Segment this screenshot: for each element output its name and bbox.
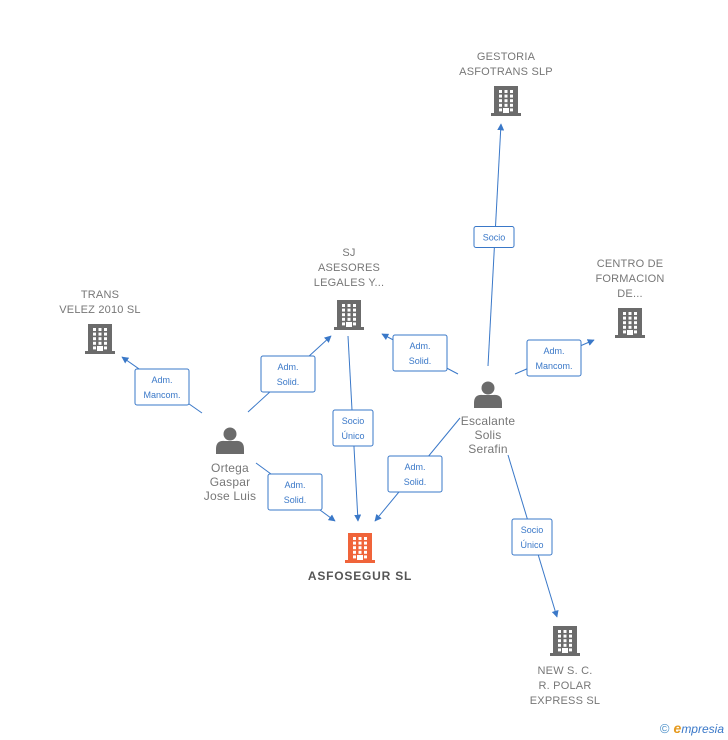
node-label[interactable]: DE... — [617, 288, 642, 300]
node-label[interactable]: R. POLAR — [539, 680, 592, 692]
edge-label-text: Único — [341, 431, 364, 441]
edge-ortega-sj: Adm. Solid. — [247, 335, 332, 413]
brand-name: mpresia — [681, 722, 724, 736]
node-news[interactable]: NEW S. C. R. POLAR EXPRESS SL — [530, 626, 600, 707]
edge-label-text: Socio — [483, 233, 506, 243]
copyright-symbol: © — [659, 721, 670, 736]
edge-label-box[interactable] — [526, 339, 582, 377]
edge-escalante-asfosegur: Adm. Solid. — [374, 417, 461, 522]
nodes-layer: ASFOSEGUR SL GESTORIA ASFOTRANS SLP SJ ASESO… — [59, 51, 664, 707]
node-centro[interactable]: CENTRO DE FORMACION DE... — [595, 258, 664, 338]
node-label[interactable]: Gaspar — [210, 475, 251, 489]
node-label[interactable]: Solis — [474, 428, 501, 442]
node-label[interactable]: ASFOSEGUR SL — [308, 569, 412, 583]
node-label[interactable]: NEW S. C. — [538, 665, 593, 677]
node-label[interactable]: ASESORES — [318, 262, 380, 274]
node-label[interactable]: VELEZ 2010 SL — [59, 304, 141, 316]
edge-label-text: Mancom. — [535, 361, 572, 371]
node-trans[interactable]: TRANS VELEZ 2010 SL — [59, 289, 141, 354]
brand-footer: ©empresia — [660, 720, 724, 736]
person-icon — [474, 381, 502, 408]
node-label[interactable]: ASFOTRANS SLP — [459, 66, 553, 78]
edge-ortega-trans: Adm. Mancom. — [121, 356, 203, 414]
node-label[interactable]: Ortega — [211, 461, 249, 475]
building-icon — [85, 324, 115, 354]
edge-label-box[interactable] — [134, 368, 190, 406]
node-label[interactable]: TRANS — [81, 289, 119, 301]
building-icon — [491, 86, 521, 116]
node-label[interactable]: CENTRO DE — [597, 258, 664, 270]
node-label[interactable]: SJ — [342, 247, 355, 259]
edge-label-box[interactable] — [387, 455, 443, 493]
person-icon — [216, 427, 244, 454]
edge-label-text: Solid. — [277, 377, 300, 387]
node-label[interactable]: Escalante — [461, 414, 516, 428]
edge-label-text: Adm. — [151, 375, 172, 385]
edge-label-text: Socio — [521, 525, 544, 535]
node-asfosegur[interactable]: ASFOSEGUR SL — [308, 533, 412, 583]
node-sj[interactable]: SJ ASESORES LEGALES Y... — [314, 247, 384, 330]
edge-label-text: Mancom. — [143, 390, 180, 400]
node-label[interactable]: Serafin — [468, 442, 507, 456]
edge-ortega-asfosegur: Adm. Solid. — [255, 462, 336, 522]
node-label[interactable]: FORMACION — [595, 273, 664, 285]
brand-initial: e — [673, 720, 682, 736]
building-icon — [345, 533, 375, 563]
edge-label-text: Adm. — [543, 346, 564, 356]
edge-label-text: Adm. — [409, 341, 430, 351]
node-label[interactable]: Jose Luis — [204, 489, 257, 503]
node-label[interactable]: EXPRESS SL — [530, 695, 600, 707]
building-icon — [550, 626, 580, 656]
edge-label-text: Único — [520, 540, 543, 550]
edge-label-text: Adm. — [284, 480, 305, 490]
edge-label-box[interactable] — [260, 355, 316, 393]
edge-escalante-centro: Adm. Mancom. — [514, 339, 595, 377]
edge-label-text: Solid. — [409, 356, 432, 366]
edge-label-text: Adm. — [404, 462, 425, 472]
edge-label-box[interactable] — [511, 518, 553, 556]
edge-label-text: Adm. — [277, 362, 298, 372]
node-label[interactable]: GESTORIA — [477, 51, 536, 63]
edge-label-text: Socio — [342, 416, 365, 426]
edge-label-text: Solid. — [284, 495, 307, 505]
edge-escalante-gestoria: Socio — [473, 123, 515, 367]
building-icon — [334, 300, 364, 330]
edge-label-box[interactable] — [473, 226, 515, 248]
building-icon — [615, 308, 645, 338]
edge-label-box[interactable] — [332, 409, 374, 447]
edge-label-box[interactable] — [392, 334, 448, 372]
node-label[interactable]: LEGALES Y... — [314, 277, 384, 289]
edge-label-text: Solid. — [404, 477, 427, 487]
edge-escalante-sj: Adm. Solid. — [381, 333, 459, 375]
node-gestoria[interactable]: GESTORIA ASFOTRANS SLP — [459, 51, 553, 116]
edges-layer: SocioAdm.Solid.Adm.Mancom.Adm.Solid.Soci… — [121, 123, 595, 618]
edge-label-box[interactable] — [267, 473, 323, 511]
